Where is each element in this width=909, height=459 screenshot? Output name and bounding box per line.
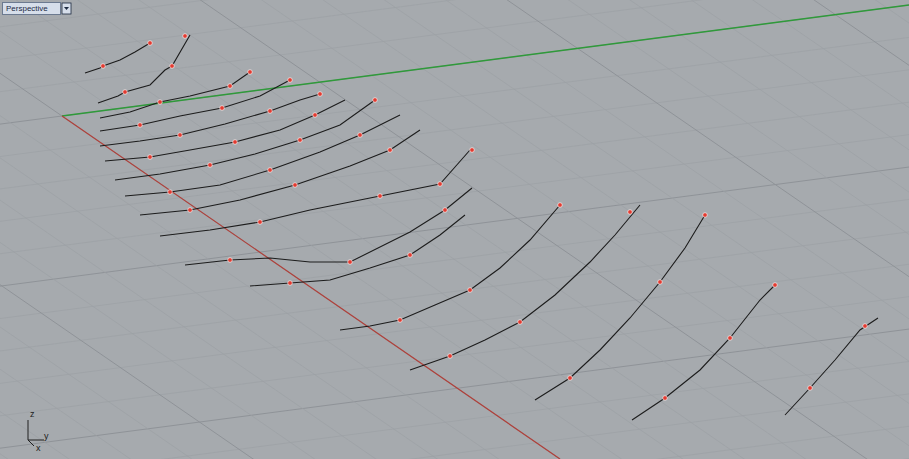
grid-line — [64, 0, 909, 459]
x-axis-line — [62, 116, 560, 459]
grid-line — [0, 0, 909, 311]
grid-line — [270, 0, 909, 459]
section-curve — [785, 318, 878, 415]
axis-letter: y — [44, 432, 49, 441]
grid-line — [0, 0, 885, 459]
y-axis-line — [62, 5, 909, 116]
section-curve — [100, 72, 250, 118]
grid-line — [0, 411, 909, 459]
section-curve — [100, 94, 320, 146]
section-curve — [185, 188, 472, 265]
grid-line — [0, 166, 909, 459]
grid-line — [0, 0, 909, 120]
tab-label: Perspective — [6, 4, 48, 13]
grid-line — [0, 3, 909, 393]
section-curve — [125, 115, 400, 196]
grid-line — [322, 0, 909, 459]
section-curve — [100, 80, 290, 131]
grid-line — [219, 0, 909, 459]
section-curve — [410, 205, 640, 370]
section-curve — [632, 285, 775, 420]
grid-line — [0, 0, 782, 459]
grid-line — [0, 384, 909, 459]
grid-line — [0, 275, 909, 459]
section-curve — [535, 215, 705, 400]
axis-letter: x — [36, 444, 41, 453]
axis-icon — [28, 420, 44, 446]
grid-line — [0, 112, 909, 459]
grid-line — [0, 0, 909, 256]
section-curve — [98, 35, 190, 103]
grid-line — [0, 221, 909, 459]
section-curve — [140, 130, 420, 215]
grid-line — [0, 193, 909, 459]
section-curves — [85, 35, 878, 420]
grid-line — [0, 139, 909, 459]
grid-line — [0, 0, 909, 202]
grid-line — [0, 357, 909, 459]
grid-line — [0, 302, 909, 459]
section-curve — [115, 100, 375, 180]
section-curve — [105, 100, 345, 161]
section-curve — [250, 215, 465, 286]
grid-line — [0, 0, 909, 284]
grid-line — [374, 0, 909, 459]
dropdown-button — [62, 3, 71, 14]
control-points — [101, 34, 868, 401]
grid-line — [13, 0, 909, 459]
grid-line — [0, 0, 909, 229]
section-curve — [85, 43, 150, 73]
grid-line — [116, 0, 909, 459]
axis-letter: z — [30, 410, 35, 419]
viewport-tab: Perspective — [2, 2, 61, 15]
grid-line — [0, 438, 909, 459]
section-curve — [340, 205, 560, 330]
grid-line — [167, 0, 909, 459]
